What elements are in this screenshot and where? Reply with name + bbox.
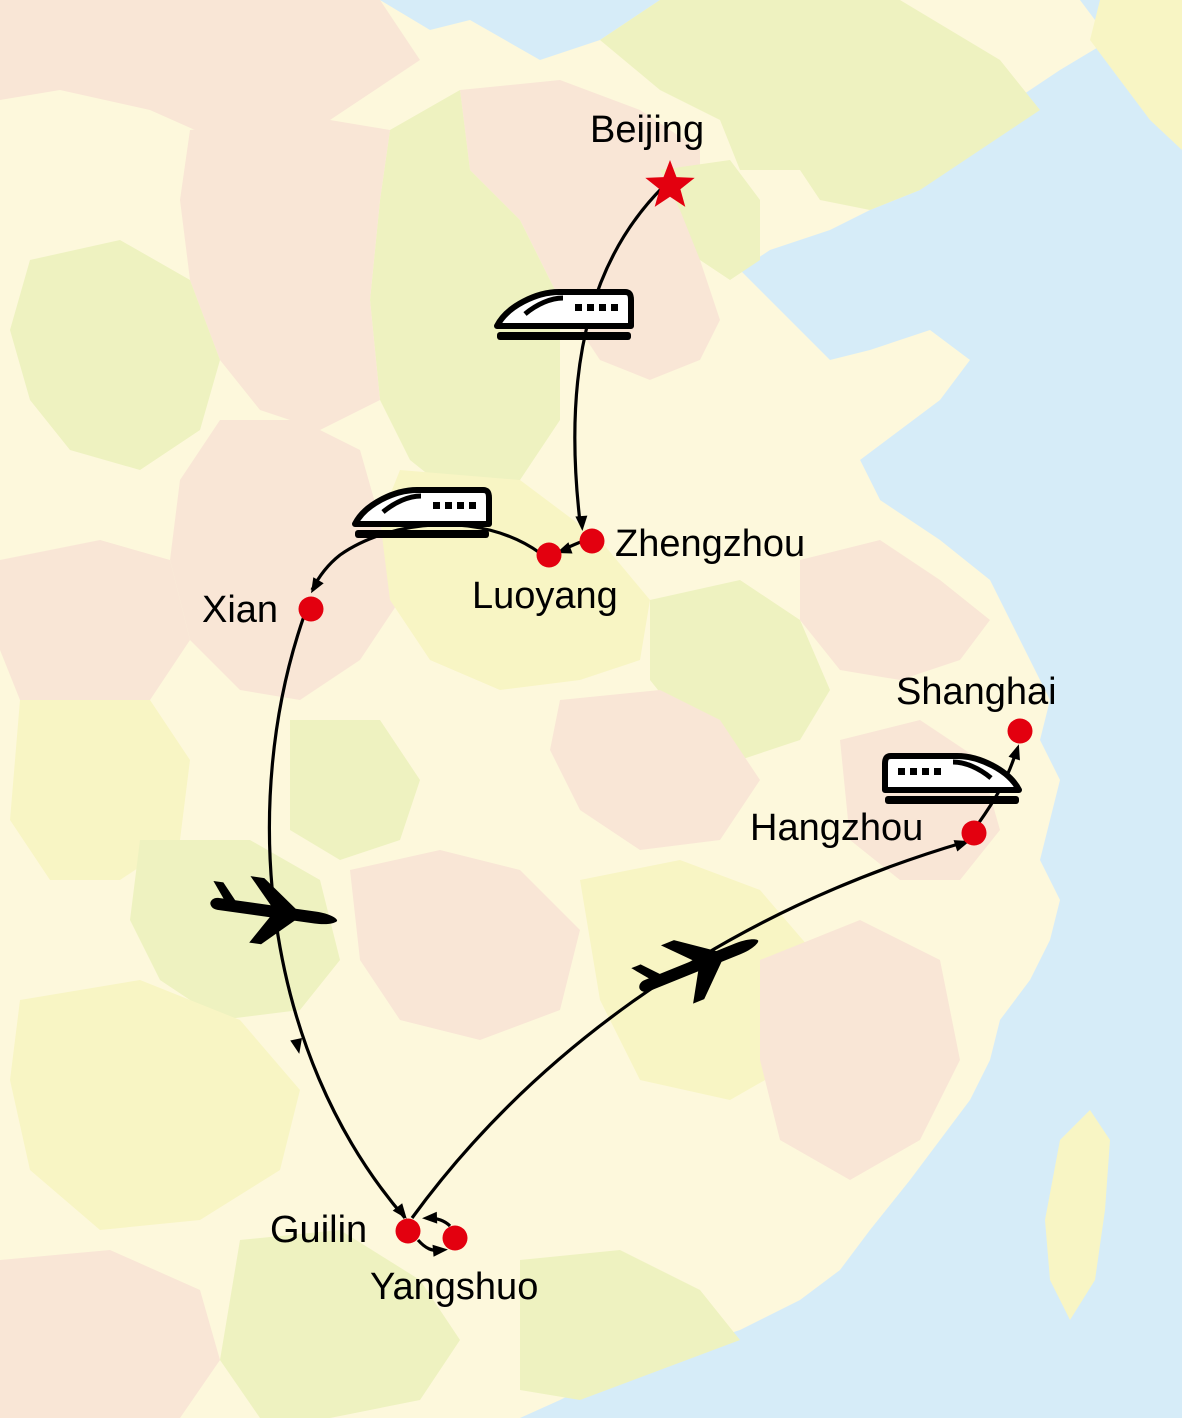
arrow-hangzhou <box>953 840 970 852</box>
arrow-yangshuo <box>432 1244 448 1257</box>
shanghai-marker <box>1007 718 1033 744</box>
city-label-shanghai: Shanghai <box>896 671 1057 713</box>
beijing-star-icon <box>645 160 695 207</box>
city-label-guilin: Guilin <box>270 1209 367 1251</box>
taiwan <box>1045 1110 1110 1320</box>
city-label-hangzhou: Hangzhou <box>750 807 923 849</box>
city-label-beijing: Beijing <box>590 109 704 151</box>
arrow-xian <box>311 577 324 594</box>
arrow-shanghai <box>1008 744 1020 761</box>
zhengzhou-marker <box>579 528 605 554</box>
arrow-guilin <box>392 1203 407 1219</box>
route-luoyang-xian <box>310 523 541 591</box>
korea <box>1090 0 1182 150</box>
city-label-luoyang: Luoyang <box>472 575 618 617</box>
city-markers <box>298 160 1033 1251</box>
route-arrows <box>290 515 1020 1257</box>
guilin-marker <box>395 1218 421 1244</box>
route-guilin-hangzhou <box>410 840 966 1219</box>
city-label-yangshuo: Yangshuo <box>370 1266 538 1308</box>
luoyang-marker <box>536 542 562 568</box>
arrow-zhengzhou <box>575 515 588 531</box>
province-regions <box>0 0 1040 1418</box>
yangshuo-marker <box>442 1225 468 1251</box>
arrow-xian-guilin-mid <box>290 1037 302 1054</box>
hangzhou-marker <box>961 820 987 846</box>
arrow-guilin-return <box>422 1211 438 1224</box>
city-labels: Beijing Zhengzhou Luoyang Xian Guilin Ya… <box>202 109 1057 1308</box>
city-label-zhengzhou: Zhengzhou <box>615 523 805 565</box>
xian-marker <box>298 596 324 622</box>
city-label-xian: Xian <box>202 589 278 631</box>
